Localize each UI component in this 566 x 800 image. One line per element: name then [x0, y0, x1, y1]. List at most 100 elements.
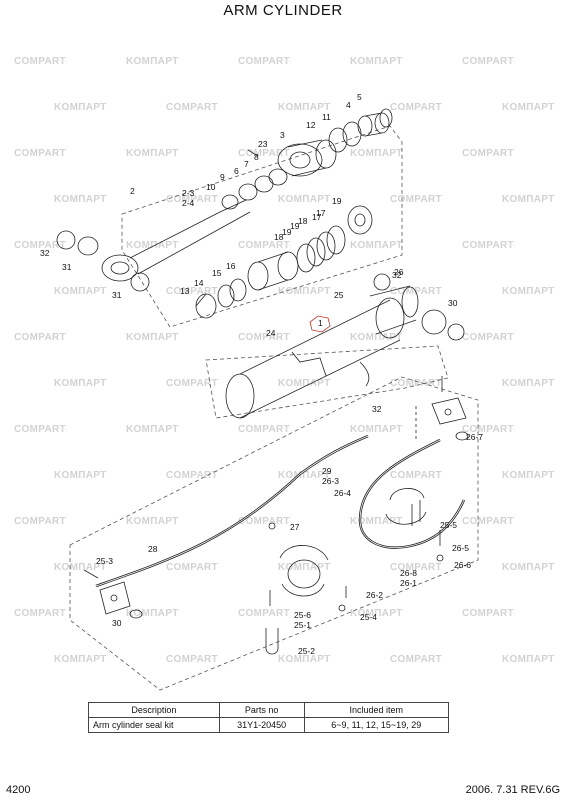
callout-23: 23: [258, 139, 268, 149]
ring-9: [238, 183, 258, 201]
callout-3: 3: [280, 130, 285, 140]
flange-block-right: [431, 397, 467, 425]
callout-5: 5: [357, 92, 362, 102]
watermark-text: KOMПАРТ: [502, 378, 555, 389]
watermark-text: COMPART: [14, 56, 66, 67]
watermark-text: KOMПАРТ: [54, 378, 107, 389]
callout-25-5: 25-5: [440, 520, 457, 530]
watermark-text: KOMПАРТ: [350, 608, 403, 619]
watermark-text: KOMПАРТ: [126, 608, 179, 619]
ring-18: [306, 237, 326, 267]
watermark-text: COMPART: [390, 194, 442, 205]
callout-10: 10: [206, 182, 216, 192]
watermark-text: KOMПАРТ: [502, 102, 555, 113]
cell-description: Arm cylinder seal kit: [88, 717, 220, 733]
seal-right-top: [373, 273, 391, 291]
seal-left-bottom: [130, 272, 150, 292]
callout-18: 18: [274, 232, 284, 242]
watermark-text: KOMПАРТ: [278, 470, 331, 481]
callout-25-4: 25-4: [360, 612, 377, 622]
callout-15: 15: [212, 268, 222, 278]
callout-17: 17: [312, 212, 322, 222]
watermark-text: KOMПАРТ: [350, 516, 403, 527]
watermark-text: COMPART: [462, 240, 514, 251]
watermark-text: KOMПАРТ: [126, 148, 179, 159]
callout-26-3: 26-3: [322, 476, 339, 486]
callout-28: 28: [148, 544, 158, 554]
exploded-parts-diagram: 122-32-434567891011121314151617181919181…: [0, 0, 483, 691]
watermark-text: KOMПАРТ: [126, 516, 179, 527]
watermark-text: KOMПАРТ: [126, 240, 179, 251]
washer-26-8: [436, 554, 444, 562]
watermark-text: KOMПАРТ: [502, 562, 555, 573]
callout-17: 17: [316, 208, 326, 218]
u-bolt-25-3: [265, 628, 279, 655]
ring-19a: [296, 243, 316, 273]
watermark-text: KOMПАРТ: [54, 102, 107, 113]
watermark-text: COMPART: [14, 424, 66, 435]
callout-29: 29: [322, 466, 332, 476]
callout-19: 19: [282, 227, 292, 237]
piston-14: [247, 251, 299, 291]
bolt-24: [247, 149, 259, 157]
callout-16: 16: [226, 261, 236, 271]
callout-1: 1: [318, 318, 323, 328]
bushing-4: [357, 112, 390, 137]
watermark-text: COMPART: [238, 240, 290, 251]
callout-19: 19: [332, 196, 342, 206]
parts-table: Description Parts no Included item Arm c…: [88, 702, 450, 733]
callout-18: 18: [298, 216, 308, 226]
page-number: 4200: [6, 784, 31, 796]
ring-12: [328, 127, 348, 153]
tube-assembly-frame: [205, 345, 449, 419]
watermark-text: KOMПАРТ: [350, 424, 403, 435]
watermark-text: COMPART: [462, 56, 514, 67]
watermark-text: COMPART: [238, 56, 290, 67]
watermark-text: COMPART: [166, 378, 218, 389]
callout-13: 13: [180, 286, 190, 296]
watermark-text: COMPART: [390, 470, 442, 481]
nut-23: [347, 205, 373, 235]
watermark-text: KOMПАРТ: [278, 654, 331, 665]
col-parts-no: Parts no: [218, 702, 305, 718]
callout-26-8: 26-8: [400, 568, 417, 578]
callout-7: 7: [244, 159, 249, 169]
callout-11: 11: [322, 112, 331, 122]
bushing-right: [421, 309, 447, 335]
clamp-26: [385, 488, 427, 526]
watermark-text: COMPART: [166, 102, 218, 113]
callout-31: 31: [112, 290, 122, 300]
callout-26: 26: [394, 267, 404, 277]
callout-26-2: 26-2: [366, 590, 383, 600]
watermark-text: COMPART: [462, 516, 514, 527]
piping-assembly-frame: [69, 376, 479, 691]
callout-30: 30: [448, 298, 458, 308]
ring-7: [254, 175, 274, 193]
watermark-text: COMPART: [166, 286, 218, 297]
watermark-text: KOMПАРТ: [278, 194, 331, 205]
watermark-text: KOMПАРТ: [350, 56, 403, 67]
callout-25-2: 25-2: [298, 646, 315, 656]
bracket-25: [291, 351, 327, 377]
watermark-text: COMPART: [14, 148, 66, 159]
callout-31: 31: [62, 262, 72, 272]
cell-included-item: 6~9, 11, 12, 15~19, 29: [303, 717, 450, 733]
watermark-text: KOMПАРТ: [54, 194, 107, 205]
assembly-arrow: [359, 361, 370, 387]
watermark-text: COMPART: [390, 378, 442, 389]
pipe-27: [95, 434, 369, 588]
ring-17: [316, 231, 336, 261]
callout-19: 19: [290, 221, 300, 231]
callout-26-1: 26-1: [400, 578, 417, 588]
watermark-text: KOMПАРТ: [278, 102, 331, 113]
ring-15: [229, 278, 247, 302]
rod-cover: [277, 139, 337, 177]
callout-9: 9: [220, 172, 225, 182]
oring-29-left: [129, 609, 143, 619]
callout-32: 32: [392, 270, 402, 280]
bushing-left: [77, 236, 99, 256]
nut-25-5: [268, 522, 276, 530]
col-description: Description: [88, 702, 220, 718]
rod-assembly-frame: [121, 125, 403, 328]
oring-29-right: [455, 431, 469, 441]
